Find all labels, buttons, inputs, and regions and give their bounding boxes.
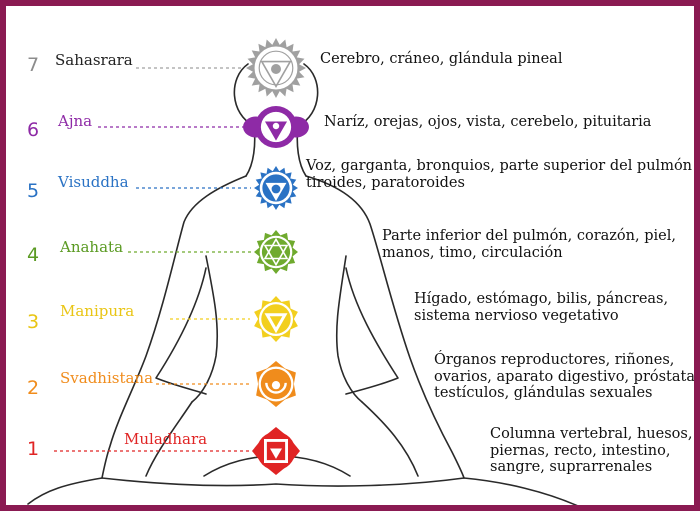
chakra-name: Svadhistana	[60, 369, 154, 387]
organs-line: Naríz, orejas, ojos, vista, cerebelo, pi…	[324, 114, 652, 130]
chakra-symbols	[243, 38, 309, 475]
right-knee	[463, 477, 578, 505]
chakra-organs: Naríz, orejas, ojos, vista, cerebelo, pi…	[324, 114, 651, 131]
triangle	[264, 121, 288, 141]
foot-left	[145, 401, 193, 477]
chakra-number: 5	[27, 180, 40, 202]
triangle	[263, 237, 289, 260]
square-lotus-icon	[252, 427, 300, 475]
chakra-number: 7	[27, 54, 40, 76]
organs-line: Órganos reproductores, riñones,	[434, 352, 675, 368]
organs-line: testículos, glándulas sexuales	[434, 385, 653, 402]
triangle	[270, 448, 282, 459]
chakra-diagram	[27, 38, 578, 505]
chakra-organs: Hígado, estómago, bilis, páncreas,sistem…	[414, 291, 668, 324]
chakra-organs: Columna vertebral, huesos,piernas, recto…	[490, 426, 692, 476]
chakra-organs: Parte inferior del pulmón, corazón, piel…	[382, 228, 676, 261]
organs-line: manos, timo, circulación	[382, 244, 563, 261]
right-shoulder-arm	[305, 175, 465, 479]
triangle-om-icon	[243, 106, 309, 148]
crossed-legs	[101, 477, 465, 487]
chakra-organs: Voz, garganta, bronquios, parte superior…	[306, 158, 692, 191]
organs-line: piernas, recto, intestino,	[490, 442, 671, 459]
hexagram-icon	[254, 230, 298, 274]
triangle	[260, 60, 292, 88]
left-arm-gap	[155, 267, 207, 395]
chakra-number: 1	[27, 438, 40, 460]
organs-line: Cerebro, cráneo, glándula pineal	[320, 51, 563, 67]
circle-triangle-icon	[254, 166, 298, 210]
chakra-organs: Órganos reproductores, riñones,ovarios, …	[434, 352, 700, 402]
right-inner-torso	[335, 255, 363, 403]
chakra-number: 6	[27, 119, 40, 141]
chakra-name: Anahata	[60, 238, 124, 256]
chakra-name: Ajna	[58, 112, 93, 130]
chakra-number: 2	[27, 377, 40, 399]
organs-line: Hígado, estómago, bilis, páncreas,	[414, 291, 669, 307]
chakra-organs: Cerebro, cráneo, glándula pineal	[320, 51, 562, 68]
chakra-number: 3	[27, 311, 40, 333]
organs-line: sistema nervioso vegetativo	[414, 307, 619, 324]
organs-line: tiroides, paratoroides	[306, 174, 465, 191]
chakra-name: Sahasrara	[55, 51, 133, 69]
triangle	[263, 244, 289, 267]
organs-line: Voz, garganta, bronquios, parte superior…	[306, 158, 693, 174]
down-triangle-icon	[254, 296, 298, 342]
organs-line: ovarios, aparato digestivo, próstata,	[434, 368, 700, 385]
seated-body-outline	[27, 63, 578, 505]
chakra-name: Manipura	[60, 302, 135, 320]
left-inner-torso	[191, 255, 219, 403]
triangle	[269, 316, 283, 328]
left-knee	[27, 477, 103, 505]
chakra-name: Muladhara	[124, 430, 208, 448]
organs-line: Columna vertebral, huesos,	[490, 426, 693, 442]
organs-line: Parte inferior del pulmón, corazón, piel…	[382, 228, 676, 244]
leader-lines	[54, 67, 252, 452]
organs-line: sangre, suprarrenales	[490, 459, 653, 476]
right-arm-gap	[345, 267, 399, 395]
foot-right	[361, 401, 419, 477]
crescent-icon	[256, 361, 296, 407]
lotus-om-icon	[246, 38, 306, 98]
chakra-number: 4	[27, 244, 40, 266]
chakra-name: Visuddha	[58, 173, 129, 191]
